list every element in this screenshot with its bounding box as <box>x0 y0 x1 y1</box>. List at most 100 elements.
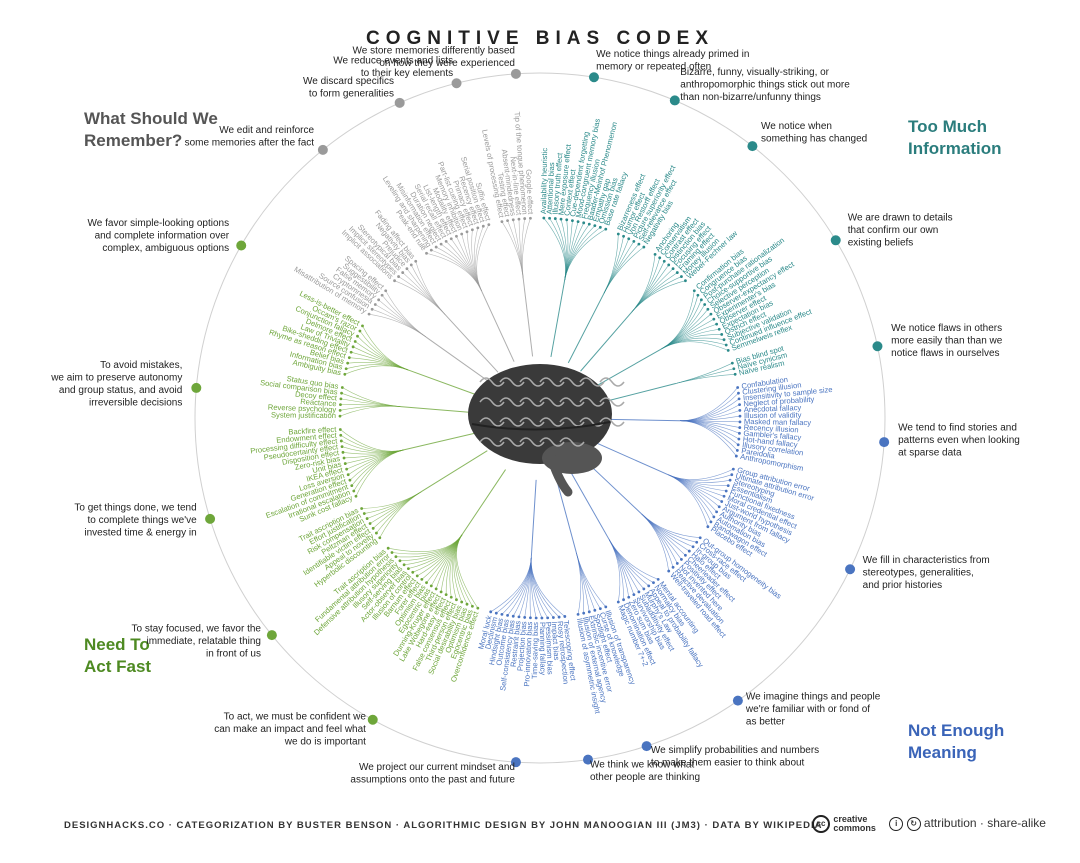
group-trunk <box>481 290 515 362</box>
bias-branch <box>675 374 736 384</box>
bias-branch <box>564 223 590 281</box>
bias-dot <box>476 606 480 610</box>
bias-dot <box>715 322 719 326</box>
bias-dot <box>604 227 608 231</box>
bias-dot <box>687 549 691 553</box>
bias-label: Recency illusion <box>744 423 799 435</box>
bias-dot <box>551 616 555 619</box>
quadrant-title-line: What Should We <box>84 109 218 128</box>
bias-branch <box>501 557 532 615</box>
group-dot <box>317 144 328 155</box>
group-label-line: can make an impact and feel what <box>214 724 366 735</box>
group-label-line: and prior histories <box>863 580 942 591</box>
bias-dot <box>339 403 342 407</box>
bias-branch <box>603 243 640 294</box>
brain-fold <box>559 377 585 387</box>
bias-dot <box>414 259 418 263</box>
bias-dot <box>346 361 350 365</box>
bias-dot <box>338 428 342 431</box>
group-label-line: as better <box>746 717 786 728</box>
cc-word-creative: creative <box>833 814 868 824</box>
group-dot <box>583 754 594 765</box>
bias-dot <box>339 439 343 443</box>
bias-dot <box>380 293 384 297</box>
bias-label: Decoy effect <box>295 390 339 403</box>
group-label-line: To get things done, we tend <box>74 502 196 513</box>
group-trunk <box>461 469 506 535</box>
bias-branch <box>411 264 446 316</box>
bias-dot <box>460 600 464 604</box>
bias-dot <box>728 478 732 482</box>
bias-dot <box>406 567 410 570</box>
brain-fold <box>579 417 605 427</box>
brain-fold <box>539 377 565 387</box>
brain-fold <box>499 437 525 447</box>
bias-dot <box>494 611 498 615</box>
bias-dot <box>449 237 453 241</box>
bias-dot <box>734 454 738 458</box>
group-dot <box>236 240 247 251</box>
bias-dot <box>604 605 608 609</box>
brain-fold <box>519 377 545 387</box>
quadrant-title-remember: What Should We Remember? <box>84 108 218 152</box>
page-title: COGNITIVE BIAS CODEX <box>365 28 715 49</box>
brain-fold <box>479 437 505 447</box>
bias-branch <box>641 513 701 539</box>
bias-dot <box>368 522 372 525</box>
bias-dot <box>350 484 354 488</box>
bias-dot <box>523 217 527 220</box>
bias-label: Illusion of validity <box>744 411 802 421</box>
bias-branch <box>667 474 709 527</box>
group-label-line: some memories after the fact <box>185 137 315 148</box>
group-trunk <box>420 450 488 493</box>
bias-branch <box>576 553 585 614</box>
bias-branch <box>603 236 624 294</box>
bias-dot <box>717 505 721 509</box>
bias-dot <box>698 536 702 540</box>
brain-stem <box>545 449 573 497</box>
group-label-line: to make them easier to think about <box>651 758 805 769</box>
bias-dot <box>393 279 396 283</box>
bias-branch <box>576 553 582 615</box>
group-label-line: and group status, and avoid <box>59 385 182 396</box>
bias-dot <box>737 437 741 441</box>
bias-dot <box>593 224 597 228</box>
bias-branch <box>608 539 659 580</box>
bias-dot <box>724 489 728 493</box>
bias-branch <box>675 362 733 384</box>
group-label-line: we're familiar with or fond of <box>745 704 870 715</box>
quadrant-title-line: Information <box>908 139 1002 158</box>
bias-dot <box>375 531 378 535</box>
bias-label: Time-saving bias <box>530 622 540 679</box>
group-dot <box>451 78 462 89</box>
bias-dot <box>517 217 521 221</box>
bias-dot <box>632 239 636 243</box>
bias-dot <box>341 450 345 454</box>
group-trunk <box>593 348 662 388</box>
bias-dot <box>637 242 641 246</box>
bias-dot <box>444 239 448 243</box>
bias-dot <box>358 329 362 333</box>
bias-dot <box>736 443 740 447</box>
group-trunk <box>400 406 479 414</box>
bias-dot <box>354 494 358 498</box>
bias-label: Availability heuristic <box>539 148 549 214</box>
brain-fold <box>539 397 565 407</box>
group-label-line: that confirm our own <box>848 225 939 236</box>
bias-dot <box>627 595 631 599</box>
bias-dot <box>706 307 710 311</box>
bias-dot <box>425 581 428 585</box>
group-trunk <box>555 477 577 554</box>
group-label-line: We notice flaws in others <box>891 323 1002 334</box>
bias-dot <box>356 334 359 338</box>
bias-dot <box>339 397 343 401</box>
bias-dot <box>548 216 551 220</box>
group-label-line: to form generalities <box>309 88 394 99</box>
group-dot <box>872 341 883 352</box>
